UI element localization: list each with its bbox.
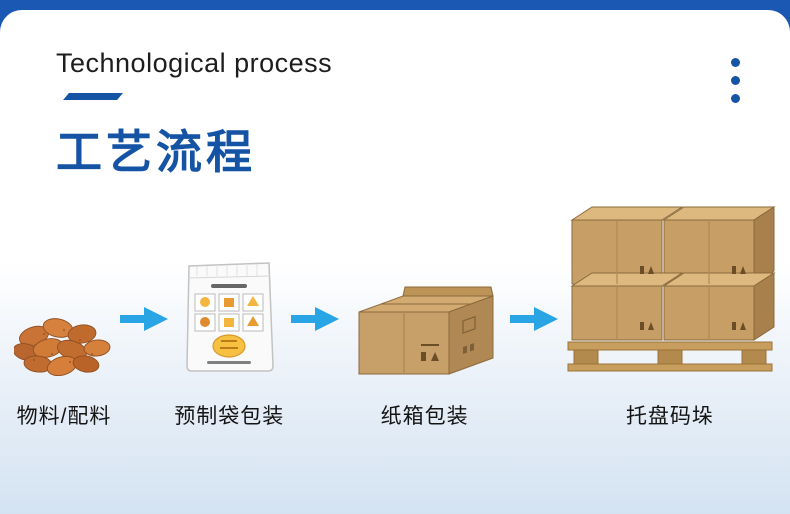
step-label: 纸箱包装 bbox=[380, 405, 469, 428]
content-card: Technological process 工艺流程 bbox=[0, 10, 790, 514]
header: Technological process 工艺流程 bbox=[56, 48, 790, 182]
step-label: 托盘码垛 bbox=[625, 405, 714, 428]
arrow-right-icon bbox=[510, 305, 559, 338]
process-flow: 物料/配料 bbox=[0, 200, 790, 430]
arrow-right-icon bbox=[290, 305, 339, 338]
dot-icon bbox=[731, 58, 740, 67]
title-underline-dash bbox=[63, 93, 123, 100]
flow-step-bag-packaging: 预制袋包装 bbox=[173, 252, 285, 430]
pallet-stack-icon bbox=[564, 200, 776, 376]
carton-box-icon bbox=[345, 266, 505, 376]
dot-icon bbox=[731, 94, 740, 103]
decorative-dots bbox=[731, 58, 740, 103]
flow-step-pallet-stacking: 托盘码垛 bbox=[564, 200, 776, 430]
dot-icon bbox=[731, 76, 740, 85]
ingredients-nuts-icon bbox=[14, 310, 114, 376]
step-label: 物料/配料 bbox=[16, 405, 112, 428]
section-title-english: Technological process bbox=[56, 48, 333, 78]
arrow-right-icon bbox=[119, 305, 168, 338]
flow-step-materials: 物料/配料 bbox=[14, 310, 114, 430]
section-title-chinese: 工艺流程 bbox=[56, 126, 256, 178]
step-label: 预制袋包装 bbox=[174, 405, 285, 428]
premade-bag-icon bbox=[173, 252, 285, 376]
flow-step-carton-packaging: 纸箱包装 bbox=[345, 266, 505, 430]
